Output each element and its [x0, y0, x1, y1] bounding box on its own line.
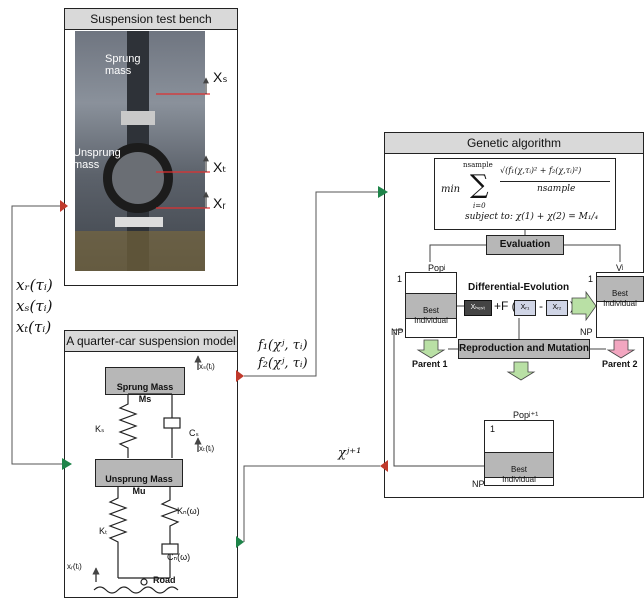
de-arrow-right — [572, 292, 596, 320]
model-output-triangle — [236, 370, 244, 382]
next-pop-arrow — [508, 362, 534, 380]
model-feedback-triangle — [236, 536, 244, 548]
bench-to-model-connector — [12, 206, 62, 464]
ga-output-triangle — [380, 460, 388, 472]
parent2-arrow — [608, 340, 634, 358]
ga-input-triangle — [378, 186, 388, 198]
parent1-arrow — [418, 340, 444, 358]
ga-to-model-connector — [244, 466, 380, 542]
quarter-car-drawing — [94, 356, 198, 593]
model-input-triangle — [62, 458, 72, 470]
bench-output-triangle — [60, 200, 68, 212]
model-to-ga-connector — [244, 192, 378, 376]
